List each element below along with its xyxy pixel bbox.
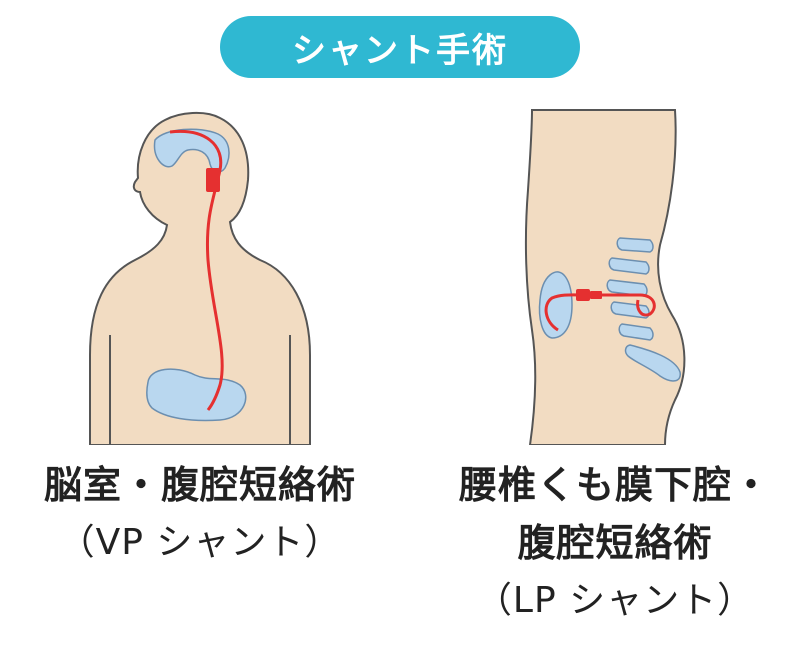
lp-caption-title-line1: 腰椎くも膜下腔・ [458, 463, 771, 507]
vp-caption-title: 脳室・腹腔短絡術 [43, 463, 356, 507]
vertebra-2 [608, 257, 650, 275]
vp-shunt-valve [206, 168, 220, 192]
lp-caption-title-line2: 腹腔短絡術 [517, 521, 713, 565]
vp-caption: 脳室・腹腔短絡術 （VP シャント） [10, 456, 390, 572]
title-badge: シャント手術 [220, 16, 580, 78]
lp-shunt-tube [544, 293, 656, 332]
vp-shunt-tube [169, 129, 224, 411]
lp-shunt-illustration [524, 109, 686, 445]
vertebra-1 [616, 237, 654, 253]
vertebra-5 [618, 323, 654, 341]
vp-shunt-illustration [89, 112, 311, 445]
lumbar-spine [606, 237, 681, 382]
page-title: シャント手術 [292, 30, 508, 71]
lp-shunt-valve-2 [590, 291, 602, 299]
lp-shunt-valve-1 [576, 289, 590, 301]
lp-caption: 腰椎くも膜下腔・ 腹腔短絡術 （LP シャント） [430, 456, 800, 630]
lp-caption-subtitle: （LP シャント） [475, 580, 755, 621]
vp-caption-subtitle: （VP シャント） [58, 522, 342, 563]
vp-body-silhouette [89, 112, 311, 445]
vertebra-4 [610, 301, 650, 319]
sacrum [624, 344, 681, 382]
